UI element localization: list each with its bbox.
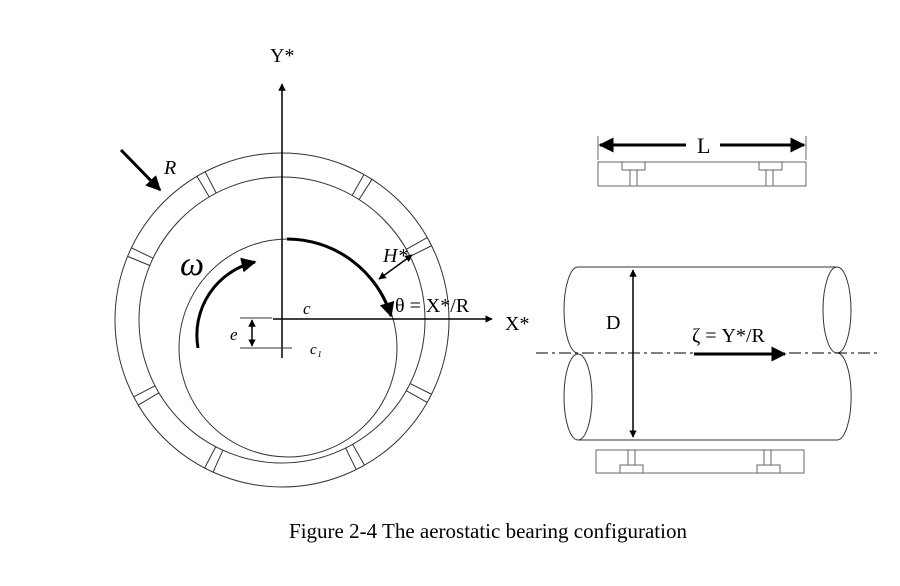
restrictor-slot-edge <box>406 390 428 403</box>
film-thickness-label: H* <box>382 245 407 267</box>
center-c-label: c <box>303 299 311 318</box>
y-axis-label: Y* <box>270 45 294 67</box>
restrictor-slot-edge <box>406 237 428 250</box>
restrictor-slot-edge <box>138 392 160 406</box>
bearing-cross-section: Y* X* R ω H* θ = X*/R c c₁ e <box>114 45 529 488</box>
theta-arc <box>286 237 395 318</box>
restrictor-slot-edge <box>352 444 365 466</box>
restrictor-slot-edge <box>351 174 365 196</box>
restrictor-slot-edge <box>358 179 373 200</box>
top-bearing-pad <box>597 161 807 187</box>
restrictor-slot-edge <box>204 171 217 194</box>
restrictor-slot-edge <box>409 245 432 257</box>
restrictor-slot-edge <box>409 383 432 395</box>
x-axis-label: X* <box>505 313 529 335</box>
restrictor-slot-edge <box>212 450 224 473</box>
restrictor-slot-edge <box>127 255 150 266</box>
restrictor-slot-edge <box>204 446 217 469</box>
rotation-arrow <box>195 257 257 349</box>
eccentricity-label: e <box>230 325 238 344</box>
film-thickness-arrow <box>378 254 413 280</box>
radius-label: R <box>163 157 176 179</box>
restrictor-slots <box>127 171 432 473</box>
zeta-label: ζ = Y*/R <box>692 325 766 347</box>
bearing-side-view: L D ζ = Y*/R <box>536 133 878 474</box>
omega-label: ω <box>180 246 204 283</box>
figure-caption: Figure 2-4 The aerostatic bearing config… <box>289 519 687 543</box>
radius-arrow <box>119 148 162 192</box>
restrictor-slot-edge <box>133 385 156 398</box>
theta-label: θ = X*/R <box>395 295 470 317</box>
restrictor-slot-edge <box>131 247 154 259</box>
restrictor-slot-edge <box>196 176 210 198</box>
restrictor-slot-edge <box>345 447 357 470</box>
diameter-label: D <box>606 312 620 334</box>
bottom-bearing-pad <box>595 449 805 474</box>
center-c1-label: c₁ <box>310 342 322 358</box>
length-label: L <box>697 133 710 158</box>
